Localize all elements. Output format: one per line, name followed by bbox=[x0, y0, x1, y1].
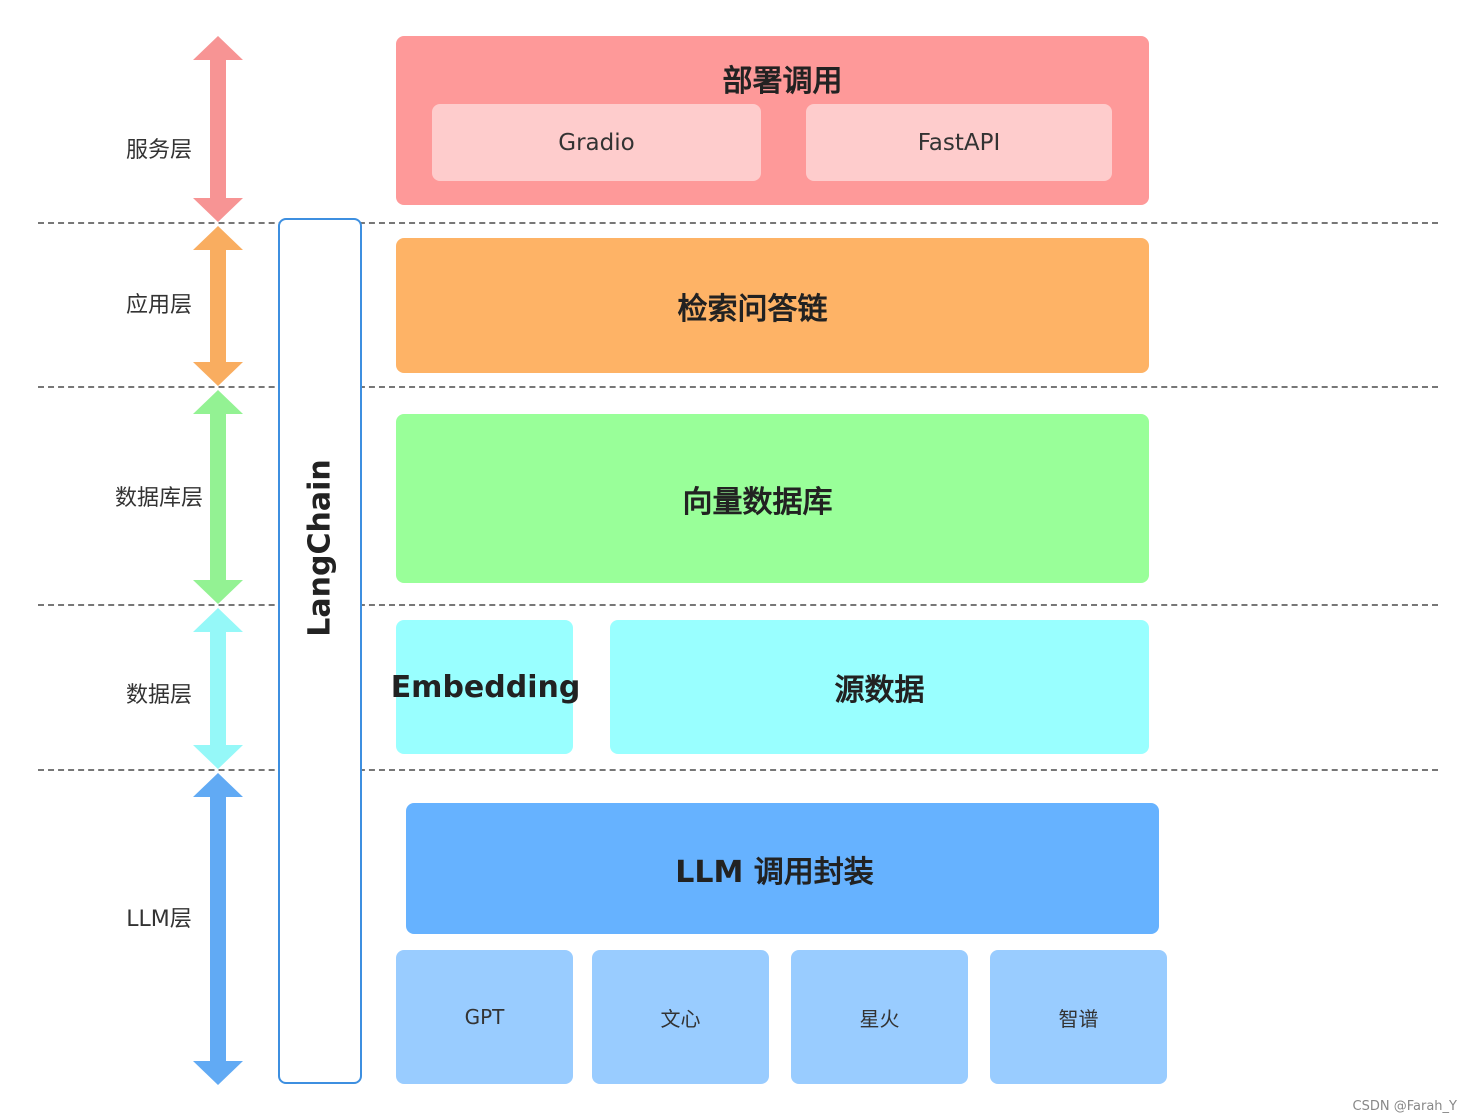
database-title: 向量数据库 bbox=[682, 484, 833, 520]
llm-model-wenxin: 文心 bbox=[592, 950, 769, 1084]
double-arrow-icon bbox=[193, 390, 243, 604]
langchain-label: LangChain bbox=[302, 459, 338, 637]
watermark: CSDN @Farah_Y bbox=[1352, 1099, 1457, 1114]
layer-label-service: 服务层 bbox=[125, 138, 192, 163]
service-item-gradio: Gradio bbox=[432, 104, 761, 181]
embedding-block: Embedding bbox=[391, 620, 580, 754]
llm-model-label: 星火 bbox=[859, 1006, 900, 1031]
source-data-block: 源数据 bbox=[610, 620, 1149, 754]
application-block: 检索问答链 bbox=[396, 238, 1149, 373]
llm-model-xinghuo: 星火 bbox=[791, 950, 968, 1084]
layer-label-database: 数据库层 bbox=[114, 486, 203, 511]
llm-model-gpt: GPT bbox=[396, 950, 573, 1084]
double-arrow-icon bbox=[193, 773, 243, 1085]
llm-wrapper-block: LLM 调用封装 bbox=[406, 803, 1159, 934]
layer-label-data: 数据层 bbox=[125, 683, 192, 708]
langchain-frame bbox=[278, 218, 362, 1084]
service-item-label: Gradio bbox=[558, 129, 635, 156]
llm-wrapper-title: LLM 调用封装 bbox=[675, 854, 874, 890]
llm-model-zhipu: 智谱 bbox=[990, 950, 1167, 1084]
source-data-title: 源数据 bbox=[834, 673, 925, 708]
application-title: 检索问答链 bbox=[677, 291, 828, 327]
llm-model-label: 智谱 bbox=[1058, 1006, 1099, 1031]
separator-line bbox=[38, 604, 1438, 606]
service-title: 部署调用 bbox=[722, 64, 843, 99]
separator-line bbox=[38, 386, 1438, 388]
separator-line bbox=[38, 769, 1438, 771]
double-arrow-icon bbox=[193, 608, 243, 769]
layer-label-llm: LLM层 bbox=[126, 907, 192, 932]
service-item-fastapi: FastAPI bbox=[806, 104, 1112, 181]
embedding-title: Embedding bbox=[390, 669, 581, 705]
double-arrow-icon bbox=[193, 36, 243, 222]
layer-label-application: 应用层 bbox=[125, 293, 192, 318]
service-item-label: FastAPI bbox=[917, 129, 1001, 156]
llm-model-label: 文心 bbox=[660, 1006, 701, 1031]
llm-model-label: GPT bbox=[464, 1005, 505, 1029]
database-block: 向量数据库 bbox=[396, 414, 1149, 583]
double-arrow-icon bbox=[193, 226, 243, 386]
separator-line bbox=[38, 222, 1438, 224]
